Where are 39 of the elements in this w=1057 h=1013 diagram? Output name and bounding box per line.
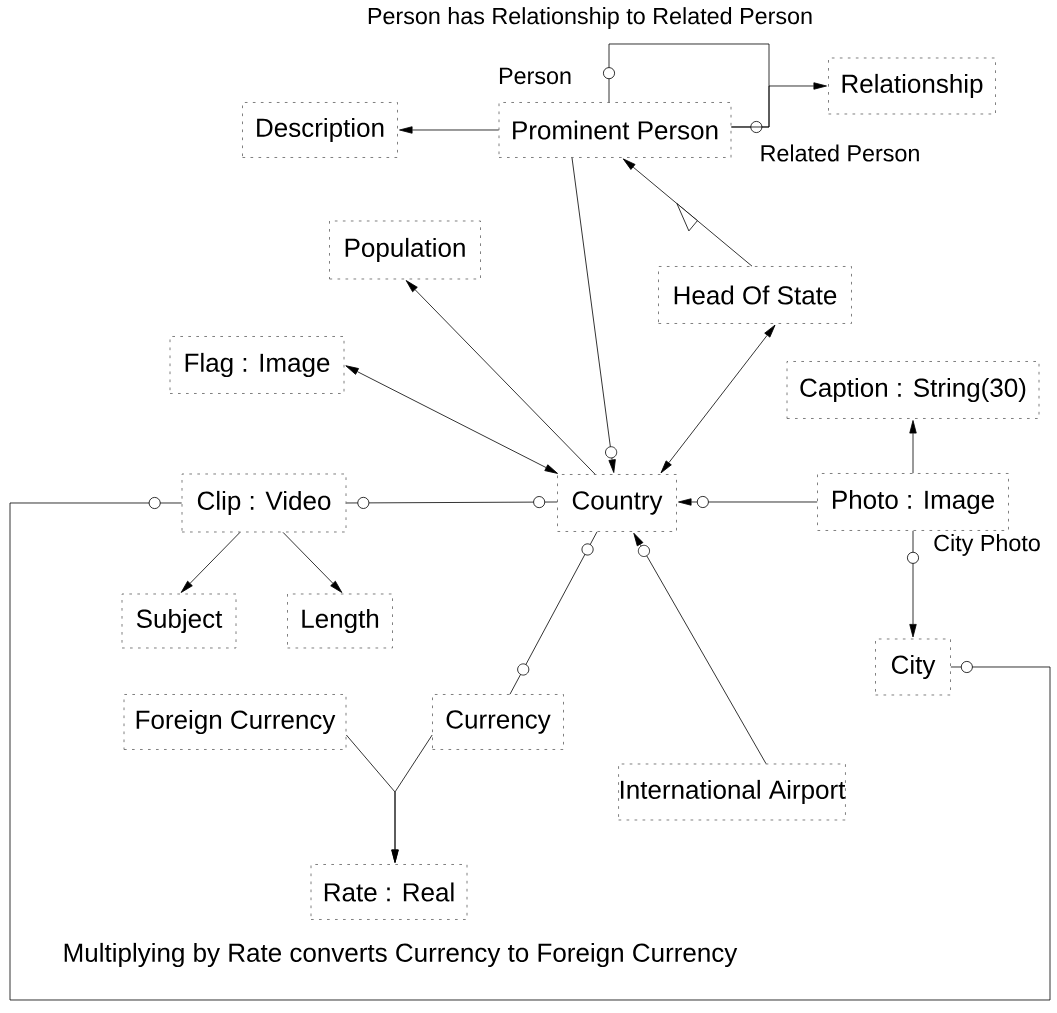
connector: [282, 531, 343, 593]
connector: [571, 157, 618, 473]
connector: [509, 531, 598, 695]
connector: [391, 734, 433, 863]
entity-box: Subject: [121, 593, 237, 649]
connector: [345, 365, 558, 474]
entity-box: Currency: [432, 694, 564, 750]
connector: [603, 43, 770, 133]
connector: [405, 280, 596, 475]
entity-box: Country: [557, 474, 677, 532]
entity-box: Description: [242, 102, 398, 158]
connector: [180, 531, 241, 593]
entity-box: Rate : Real: [310, 864, 468, 920]
connector: [909, 420, 917, 474]
entity-box: Flag : Image: [169, 336, 345, 394]
connector: [660, 324, 776, 474]
entity-box: Caption : String(30): [786, 361, 1040, 419]
connector: [399, 126, 500, 134]
note-text: Related Person: [761, 144, 919, 162]
note-text: City Photo: [934, 534, 1040, 556]
entity-box: Head Of State: [658, 266, 852, 324]
connector: [730, 82, 827, 128]
entity-box: Relationship: [828, 57, 996, 115]
note-text: Multiplying by Rate converts Currency to Foreign Currency: [64, 942, 738, 968]
entity-box: Population: [329, 220, 481, 280]
note-text: Person has Relationship to Related Person: [368, 7, 812, 29]
connector: [622, 158, 753, 267]
entity-box: Foreign Currency: [123, 694, 347, 750]
connector: [907, 530, 919, 638]
entity-box: Clip : Video: [181, 473, 347, 533]
entity-box: Prominent Person: [498, 102, 732, 158]
connector: [633, 532, 767, 765]
entity-box: International Airport: [618, 763, 846, 821]
connector: [345, 496, 558, 509]
connector: [9, 497, 1051, 1001]
entity-box: Length: [287, 593, 393, 649]
entity-box: City: [875, 638, 951, 696]
entity-box: Photo : Image: [817, 473, 1009, 531]
connector: [678, 496, 818, 508]
